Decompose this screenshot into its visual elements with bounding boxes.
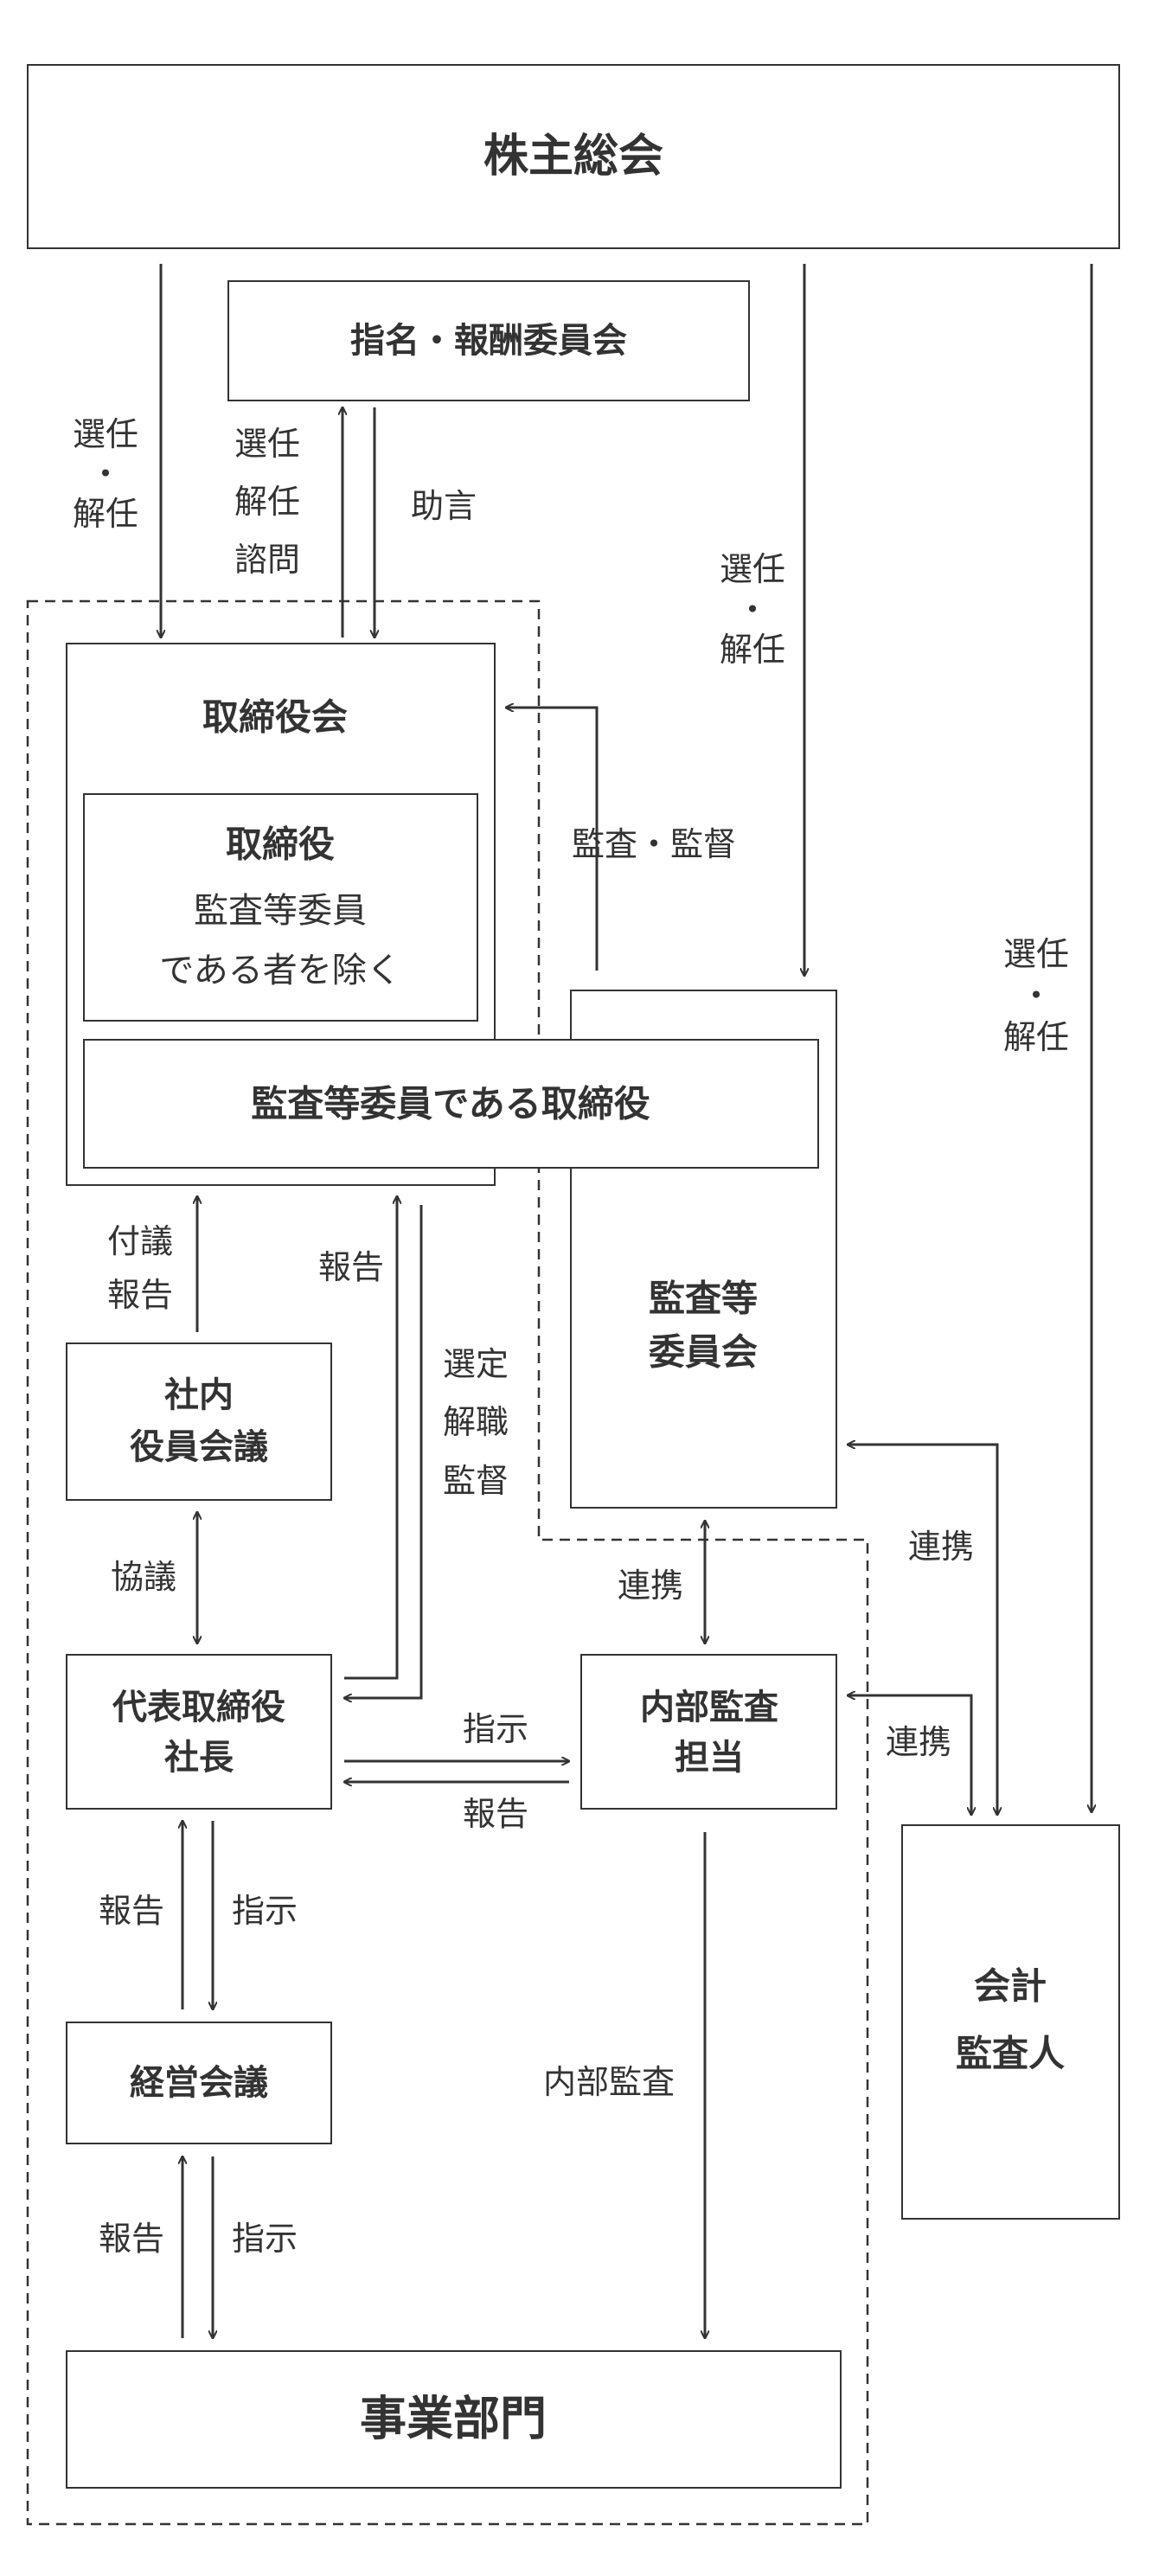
exec-meeting-line1: 社内 — [164, 1375, 234, 1415]
label-elect1-b: 解任 — [73, 495, 138, 533]
label-elect2-c: 諮問 — [234, 541, 300, 579]
label-coop2: 連携 — [908, 1528, 974, 1566]
internal-audit-line2: 担当 — [675, 1738, 744, 1778]
label-report-d: 報告 — [99, 1892, 164, 1930]
internal-audit-box — [580, 1654, 837, 1810]
label-elect2-a: 選任 — [234, 425, 300, 463]
mgmt-meeting-label: 経営会議 — [130, 2063, 268, 2103]
arrow-board-select-president — [344, 1205, 423, 1698]
internal-audit-line1: 内部監査 — [640, 1688, 778, 1727]
label-select-a: 選定 — [443, 1345, 509, 1383]
arrow-president-report-to-board — [344, 1196, 397, 1680]
label-advice: 助言 — [411, 487, 477, 525]
label-coop1: 連携 — [618, 1567, 683, 1605]
exec-meeting-box — [66, 1342, 332, 1501]
label-coop3: 連携 — [886, 1723, 951, 1761]
arrow-coop-audit-auditor — [848, 1445, 997, 1815]
label-report-a: 報告 — [107, 1276, 173, 1314]
label-elect2-b: 解任 — [234, 483, 300, 521]
label-audit-supervise: 監査・監督 — [572, 825, 736, 863]
nomination-label: 指名・報酬委員会 — [350, 321, 627, 361]
label-internal-audit: 内部監査 — [543, 2063, 675, 2101]
president-line1: 代表取締役 — [112, 1688, 285, 1727]
shareholders-box — [27, 64, 1120, 249]
auditor-line1: 会計 — [974, 1965, 1047, 2008]
directors-sub1: 監査等委員 — [194, 891, 367, 931]
directors-sub2: である者を除く — [159, 951, 401, 990]
label-elect3-dot: ・ — [736, 591, 769, 629]
label-consult: 協議 — [111, 1558, 176, 1596]
directors-title: 取締役 — [226, 823, 335, 866]
label-elect3-b: 解任 — [720, 631, 785, 669]
label-report-b: 報告 — [318, 1248, 384, 1286]
arrow-audit-to-board — [506, 708, 599, 971]
audit-directors-box — [83, 1039, 819, 1169]
arrow-coop-internal-auditor — [848, 1695, 971, 1815]
company-boundary — [26, 599, 869, 2526]
nomination-committee-box — [227, 280, 750, 401]
label-instruct2: 指示 — [232, 1892, 298, 1930]
business-label: 事業部門 — [360, 2392, 547, 2446]
president-line2: 社長 — [164, 1738, 234, 1778]
label-select-b: 解職 — [443, 1403, 509, 1441]
exec-meeting-line2: 役員会議 — [130, 1427, 268, 1467]
label-report-c: 報告 — [463, 1795, 528, 1833]
label-elect4-b: 解任 — [1003, 1018, 1069, 1056]
auditor-box — [901, 1824, 1120, 2220]
president-box — [66, 1654, 332, 1810]
label-elect4-dot: ・ — [1020, 977, 1053, 1015]
label-agenda: 付議 — [107, 1222, 173, 1260]
board-label: 取締役会 — [202, 696, 348, 739]
mgmt-meeting-box — [66, 2022, 332, 2144]
business-box — [66, 2350, 842, 2489]
shareholders-label: 株主総会 — [483, 131, 663, 183]
directors-box — [83, 793, 478, 1022]
audit-committee-line1: 監査等 — [649, 1278, 758, 1320]
label-instruct1: 指示 — [463, 1710, 528, 1748]
auditor-line2: 監査人 — [956, 2033, 1065, 2075]
label-select-c: 監督 — [443, 1462, 509, 1500]
label-elect1-a: 選任 — [73, 415, 138, 453]
audit-directors-label: 監査等委員である取締役 — [251, 1083, 650, 1125]
label-elect4-a: 選任 — [1003, 935, 1069, 973]
audit-committee-line2: 委員会 — [649, 1331, 758, 1374]
label-elect1-dot: ・ — [89, 455, 122, 493]
label-elect3-a: 選任 — [720, 550, 785, 588]
label-instruct3: 指示 — [232, 2220, 298, 2258]
label-report-e: 報告 — [99, 2220, 164, 2258]
